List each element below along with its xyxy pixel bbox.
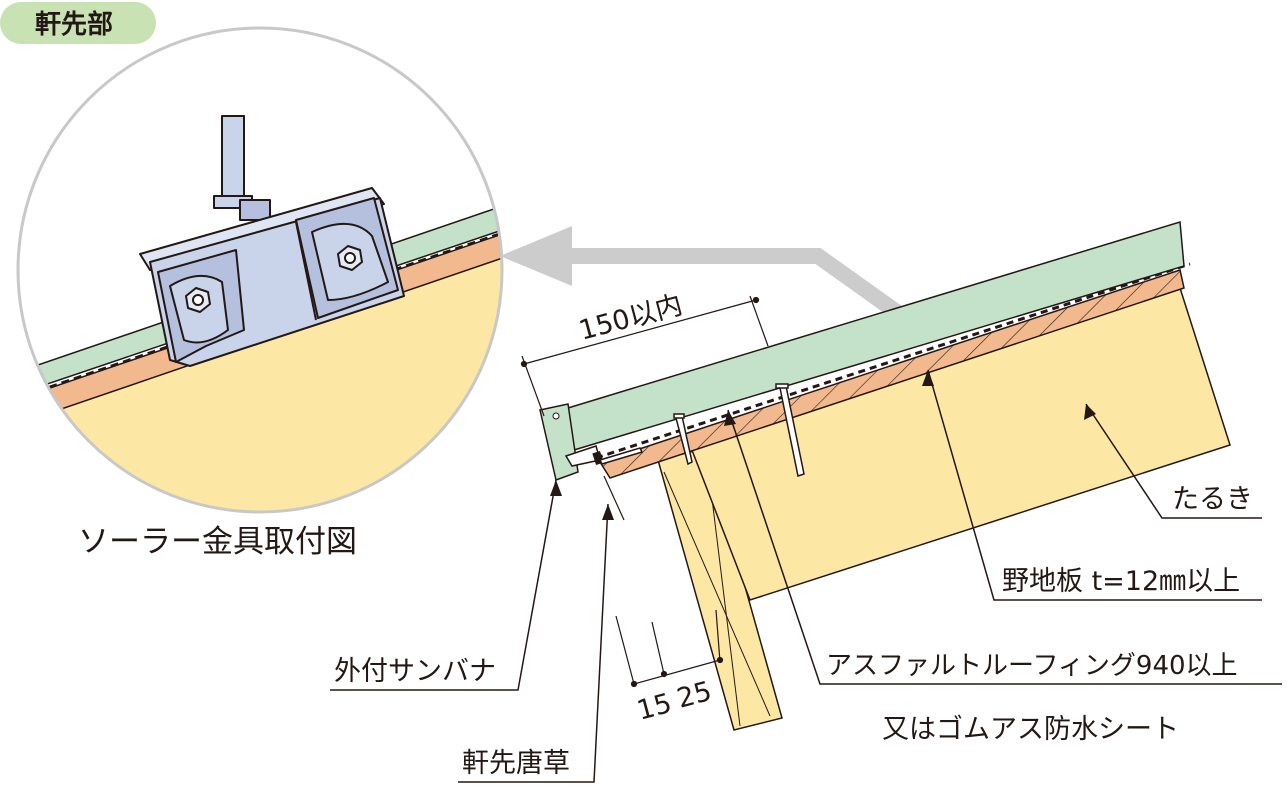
label-rafter: たるき	[1172, 484, 1253, 515]
leader-arrowheads	[550, 370, 1096, 520]
dimension-15-text: 15	[634, 688, 675, 727]
dimension-150-text: 150以内	[576, 290, 686, 347]
zoom-pointer-arrow	[500, 226, 910, 325]
detail-caption: ソーラー金具取付図	[78, 524, 357, 560]
label-underlay-2: 又はゴムアス防水シート	[882, 714, 1179, 745]
dimension-25-text: 25	[674, 676, 715, 715]
section-badge: 軒先部	[0, 2, 156, 44]
solar-bracket	[139, 115, 405, 367]
dimension-15-25	[603, 475, 724, 688]
rafter	[689, 287, 1231, 601]
label-underlay-1: アスファルトルーフィング940以上	[826, 651, 1238, 681]
section-badge-text: 軒先部	[35, 9, 113, 40]
label-gable-flashing: 外付サンバナ	[334, 656, 496, 687]
leader-lines	[330, 369, 1282, 783]
main-section	[539, 221, 1231, 731]
membrane	[595, 262, 1191, 460]
nails	[598, 383, 805, 477]
sheathing	[598, 269, 1185, 479]
dimension-150	[520, 295, 769, 417]
detail-circle-border	[16, 26, 504, 514]
detail-circle	[16, 26, 504, 514]
label-sheathing: 野地板 t=12㎜以上	[1002, 566, 1240, 597]
label-eave-edge: 軒先唐草	[462, 748, 570, 779]
